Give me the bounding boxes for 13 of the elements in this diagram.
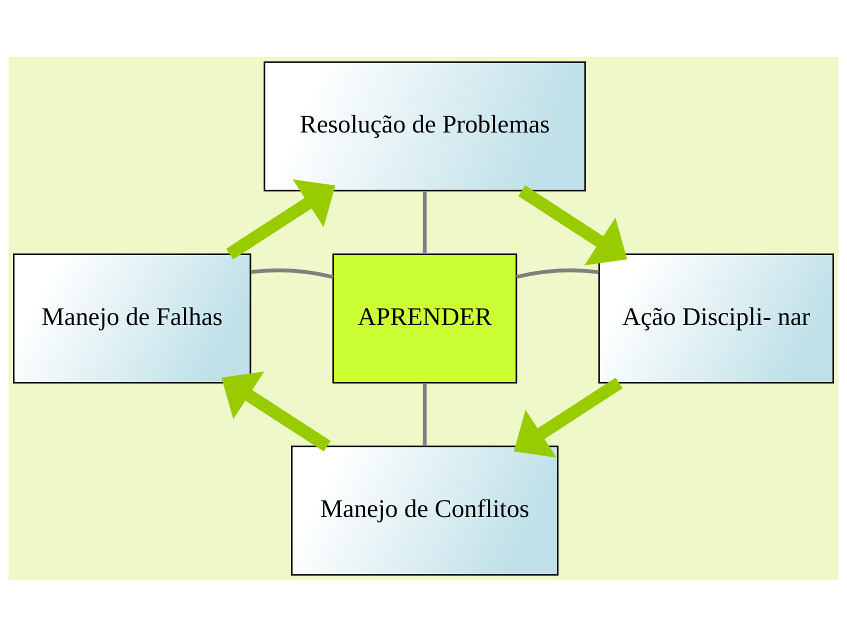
node-box: Ação Discipli- nar — [598, 253, 834, 384]
arrow — [221, 371, 331, 452]
node-box: Manejo de Falhas — [13, 253, 252, 384]
connector — [516, 268, 599, 279]
arrow — [518, 185, 628, 266]
node-box: APRENDER — [332, 253, 518, 384]
arrow — [226, 179, 336, 260]
node-box: Manejo de Conflitos — [291, 446, 559, 576]
arrow — [514, 378, 623, 458]
connector — [422, 382, 427, 446]
connector — [250, 268, 334, 279]
connector — [422, 190, 427, 254]
node-box: Resolução de Problemas — [264, 61, 586, 192]
